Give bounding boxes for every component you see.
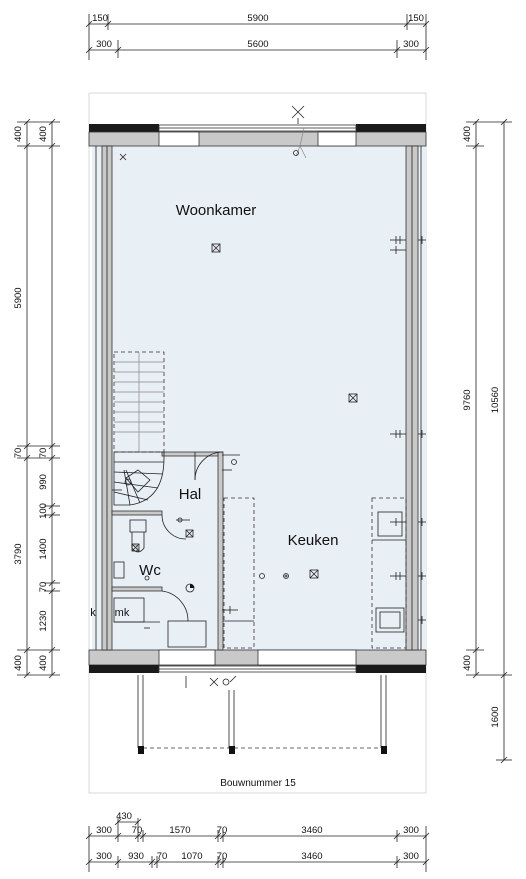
dim-top-300-left: 300 (96, 39, 112, 50)
dim-bottom-3460: 3460 (301, 825, 322, 836)
dim-bottom2-70-b: 70 (217, 851, 228, 862)
dim-top-150-left: 150 (92, 13, 108, 24)
dim-bottom-300-left: 300 (96, 825, 112, 836)
ceiling-light-hal (185, 529, 194, 538)
dim-bottom2-930: 930 (128, 851, 144, 862)
dim-top-150-right: 150 (408, 13, 424, 24)
dim-left2-70-b: 70 (38, 582, 49, 593)
hal-fixtures (167, 451, 407, 649)
dim-left2-70-a: 70 (38, 448, 49, 459)
dim-left-400-top: 400 (13, 126, 24, 142)
dim-right-10560: 10560 (490, 387, 501, 413)
top-dimensions: 150 5900 150 300 5600 300 (85, 13, 430, 60)
dim-bottom-430: 430 (116, 811, 132, 822)
dim-bottom2-300-right: 300 (403, 851, 419, 862)
dim-bottom-1570: 1570 (169, 825, 190, 836)
room-label-wc: Wc (139, 562, 161, 579)
dim-bottom-300-right: 300 (403, 825, 419, 836)
dim-left2-400-top: 400 (38, 126, 49, 142)
porch (137, 675, 387, 754)
dim-left2-990: 990 (38, 474, 49, 490)
dim-left-5900: 5900 (13, 287, 24, 308)
room-label-hal: Hal (179, 486, 202, 503)
dim-bottom2-3460: 3460 (301, 851, 322, 862)
dim-left-70: 70 (13, 448, 24, 459)
dim-left2-400-bottom: 400 (38, 655, 49, 671)
dim-left-3790: 3790 (13, 543, 24, 564)
dim-top-5900: 5900 (247, 13, 268, 24)
room-label-woonkamer: Woonkamer (176, 202, 257, 219)
room-label-k: k (90, 607, 96, 619)
dim-left2-1400: 1400 (38, 538, 49, 559)
dim-bottom2-70-a: 70 (157, 851, 168, 862)
dim-right-400-top: 400 (462, 126, 473, 142)
dim-right-1600: 1600 (490, 706, 501, 727)
ceiling-light-keuken (309, 569, 319, 579)
dim-bottom-70-a: 70 (132, 825, 143, 836)
plan-caption: Bouwnummer 15 (220, 778, 296, 789)
socket-marks (112, 236, 426, 629)
dim-top-300-right: 300 (403, 39, 419, 50)
dim-right-9760: 9760 (462, 389, 473, 410)
right-dimensions: 400 9760 400 10560 1600 (462, 118, 512, 764)
dim-bottom2-1070: 1070 (181, 851, 202, 862)
ceiling-light-woonkamer (211, 243, 221, 253)
dim-left-400-bottom: 400 (13, 655, 24, 671)
electrical-symbols (112, 105, 426, 687)
room-label-mk: mk (115, 607, 130, 619)
bottom-dimensions: 430 300 70 1570 70 3460 300 300 930 70 1… (85, 811, 430, 872)
left-dimensions: 400 5900 70 3790 400 400 70 990 100 1400… (13, 118, 60, 679)
staircase (113, 351, 165, 506)
dim-right-400-bottom: 400 (462, 655, 473, 671)
walls (88, 124, 427, 673)
dim-bottom-70-b: 70 (217, 825, 228, 836)
dim-left2-1230: 1230 (38, 610, 49, 631)
room-label-keuken: Keuken (288, 532, 339, 549)
ceiling-light-middle (348, 393, 358, 403)
dim-top-5600: 5600 (247, 39, 268, 50)
dim-left2-100: 100 (38, 503, 49, 519)
dim-bottom2-300-left: 300 (96, 851, 112, 862)
ceiling-light-wc (131, 543, 140, 552)
